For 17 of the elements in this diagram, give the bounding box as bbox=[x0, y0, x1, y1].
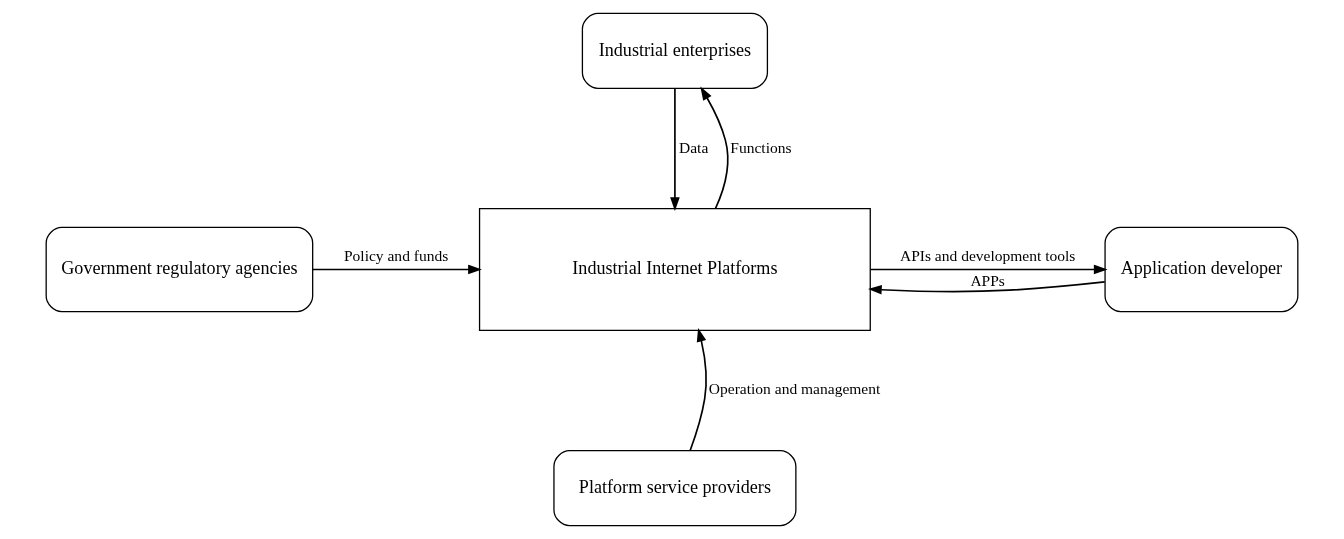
arrow bbox=[869, 264, 1108, 275]
node-box: Government regulatory agencies bbox=[45, 226, 314, 313]
edge-label: Operation and management bbox=[708, 380, 881, 398]
arrow bbox=[700, 86, 729, 210]
node-box: Industrial enterprises bbox=[581, 12, 769, 90]
edge-label: APPs bbox=[970, 271, 1005, 289]
edge-label: APIs and development tools bbox=[899, 247, 1076, 265]
edge-label: Data bbox=[679, 138, 709, 156]
edge-label: Functions bbox=[730, 138, 792, 156]
node-box: Platform service providers bbox=[553, 449, 797, 527]
arrow bbox=[689, 327, 707, 452]
arrow bbox=[670, 87, 680, 212]
edge-label: Policy and funds bbox=[343, 247, 449, 265]
node-box: Application developer bbox=[1104, 226, 1299, 313]
arrow bbox=[312, 264, 482, 275]
node-box: Industrial Internet Platforms bbox=[478, 208, 871, 331]
arrow bbox=[868, 281, 1106, 295]
